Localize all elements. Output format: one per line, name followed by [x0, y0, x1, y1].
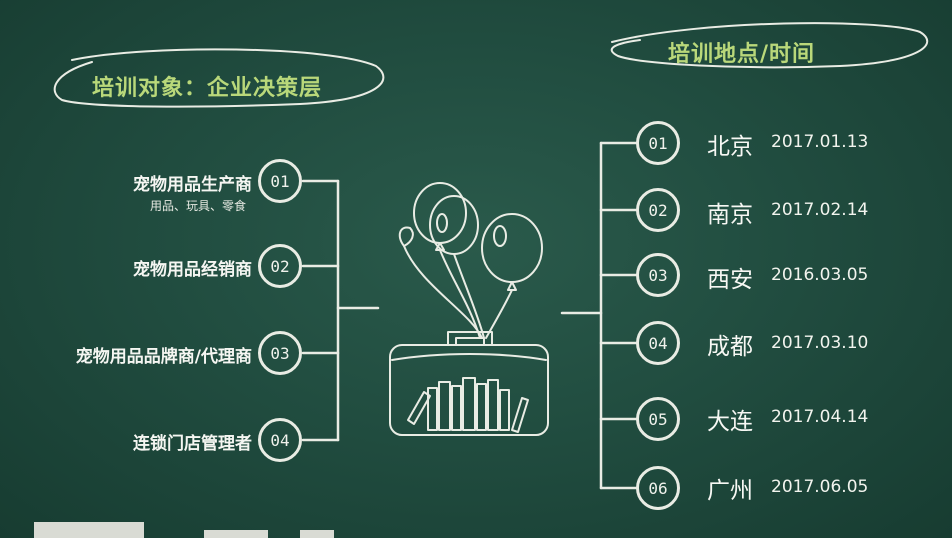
session-number-badge: 05 [636, 397, 680, 441]
session-number-badge: 06 [636, 466, 680, 510]
suitcase-with-books-and-balloons-icon [389, 182, 549, 436]
location-time-heading: 培训地点/时间 [668, 42, 816, 67]
left-heading-swoosh [53, 48, 385, 108]
session-city: 北京 [707, 134, 753, 160]
left-bracket [301, 179, 380, 442]
chalk-piece [204, 530, 268, 538]
chalk-piece [300, 530, 334, 538]
audience-label: 宠物用品生产商 [133, 175, 252, 195]
session-number-badge: 02 [636, 188, 680, 232]
session-city: 广州 [707, 478, 753, 504]
session-date: 2017.01.13 [771, 132, 869, 152]
session-city: 大连 [707, 409, 753, 435]
session-date: 2016.03.05 [771, 265, 869, 285]
audience-label: 宠物用品经销商 [133, 260, 252, 280]
right-heading-swoosh [610, 22, 929, 69]
audience-label: 连锁门店管理者 [133, 434, 252, 454]
session-date: 2017.04.14 [771, 407, 869, 427]
session-city: 西安 [707, 267, 753, 293]
audience-label: 宠物用品品牌商/代理商 [75, 347, 252, 367]
session-date: 2017.02.14 [771, 200, 869, 220]
session-city: 成都 [707, 334, 753, 360]
audience-number-badge: 04 [258, 418, 302, 462]
session-number-badge: 03 [636, 253, 680, 297]
audience-heading: 培训对象：企业决策层 [92, 76, 323, 101]
session-date: 2017.03.10 [771, 333, 869, 353]
session-number-badge: 04 [636, 321, 680, 365]
session-city: 南京 [707, 202, 753, 228]
chalk-eraser [34, 522, 144, 538]
audience-number-badge: 02 [258, 244, 302, 288]
session-number-badge: 01 [636, 121, 680, 165]
audience-sublabel: 用品、玩具、零食 [149, 199, 246, 213]
audience-number-badge: 03 [258, 331, 302, 375]
session-date: 2017.06.05 [771, 477, 869, 497]
audience-number-badge: 01 [258, 159, 302, 203]
right-bracket [560, 141, 638, 490]
